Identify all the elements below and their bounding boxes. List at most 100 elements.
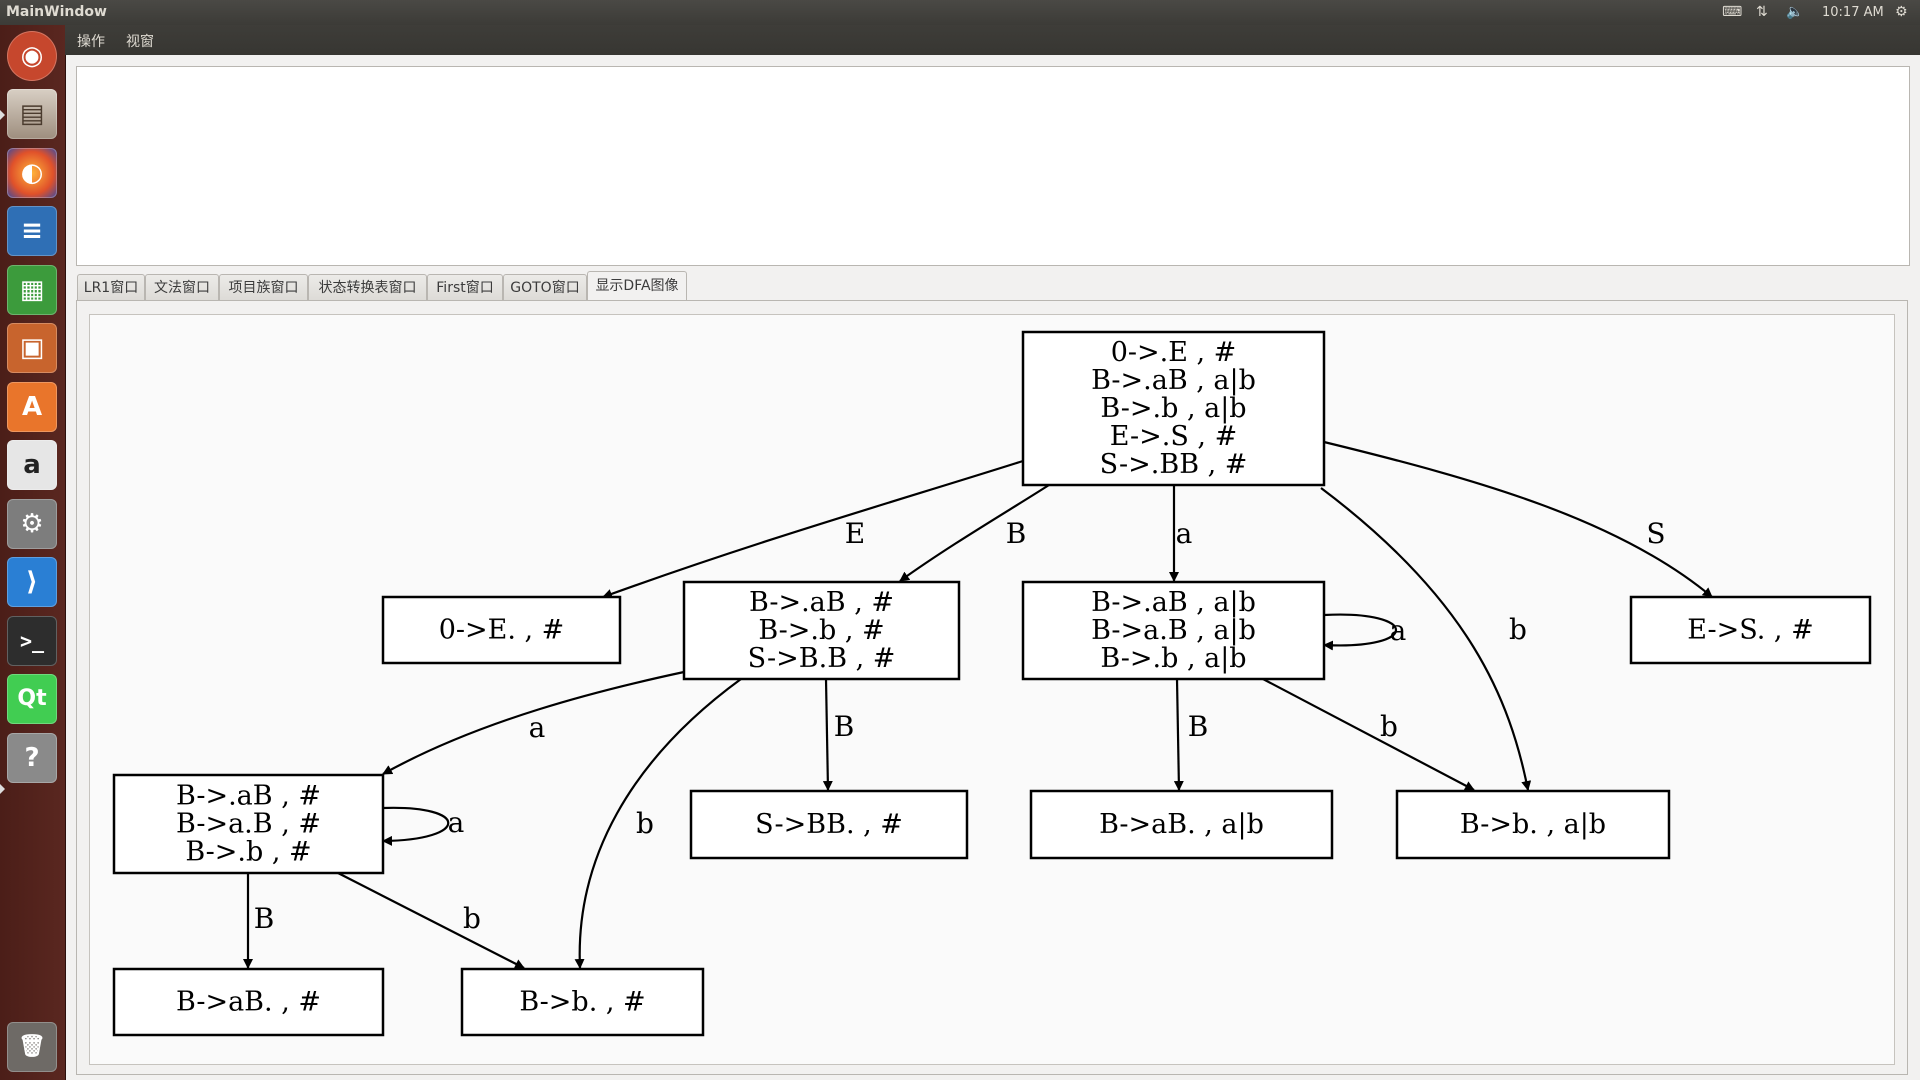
dfa-state-n5: B->.aB , #B->a.B , #B->.b , #: [112, 773, 385, 875]
dfa-state-item: B->a.B , a|b: [1091, 615, 1256, 646]
writer-icon[interactable]: ≡: [7, 206, 57, 256]
launcher: ◉ ▤ ◐ ≡ ▦ ▣ A a ⚙ ⟩ >_ Qt ? 🗑: [0, 25, 66, 1080]
dfa-state-item: B->b. , #: [519, 986, 645, 1017]
dfa-state-n9: B->aB. , #: [112, 967, 385, 1037]
dfa-edge-label: a: [1390, 614, 1407, 647]
menubar: 操作 视窗: [65, 25, 1920, 55]
trash-icon[interactable]: 🗑: [7, 1022, 57, 1072]
dfa-state-item: B->.b , #: [185, 836, 311, 867]
dfa-state-item: B->b. , a|b: [1460, 809, 1606, 840]
dfa-state-box: [1021, 330, 1326, 487]
dfa-edge-n0-n8: [1320, 487, 1532, 791]
qt-creator-icon[interactable]: Qt: [7, 674, 57, 724]
dfa-state-item: B->aB. , a|b: [1099, 809, 1264, 840]
dfa-edge-n3-n3: [1323, 613, 1398, 651]
dfa-edge-label: a: [529, 711, 546, 744]
dfa-state-item: B->a.B , #: [176, 808, 321, 839]
software-center-icon[interactable]: A: [7, 382, 57, 432]
dfa-state-item: 0->.E , #: [1111, 337, 1237, 368]
dfa-state-item: B->.b , a|b: [1100, 643, 1246, 674]
dfa-state-item: S->.BB , #: [1100, 449, 1248, 480]
amazon-icon[interactable]: a: [7, 440, 57, 490]
dfa-state-n8: B->b. , a|b: [1395, 789, 1671, 860]
dfa-state-n6: S->BB. , #: [689, 789, 969, 860]
terminal-icon[interactable]: >_: [7, 616, 57, 666]
dfa-edge-n2-n10: [574, 678, 742, 969]
keyboard-indicator-icon[interactable]: ⌨: [1722, 4, 1743, 20]
clock[interactable]: 10:17 AM: [1822, 5, 1884, 20]
impress-icon[interactable]: ▣: [7, 323, 57, 373]
dfa-edge-label: b: [1509, 613, 1527, 646]
dfa-state-item: 0->E. , #: [439, 614, 565, 645]
dfa-edge-n0-n2: [899, 484, 1050, 582]
dfa-state-box: [1021, 580, 1326, 681]
session-gear-icon[interactable]: ⚙: [1895, 4, 1908, 20]
firefox-icon[interactable]: ◐: [7, 148, 57, 198]
menu-operate[interactable]: 操作: [77, 34, 105, 50]
dfa-state-n10: B->b. , #: [460, 967, 705, 1037]
dfa-edge-n5-n5: [382, 806, 450, 846]
dfa-state-n4: E->S. , #: [1629, 595, 1872, 665]
dfa-state-box: [1029, 789, 1334, 860]
dfa-edge-label: b: [463, 902, 481, 935]
dfa-edge-label: a: [1176, 517, 1193, 550]
dfa-edge-n2-n6: [822, 678, 833, 791]
dfa-state-box: [112, 773, 385, 875]
tab-grammar[interactable]: 文法窗口: [145, 274, 219, 300]
dfa-state-item: B->aB. , #: [176, 986, 321, 1017]
tab-goto[interactable]: GOTO窗口: [503, 274, 587, 300]
tab-state-transition-table[interactable]: 状态转换表窗口: [308, 274, 427, 300]
dfa-state-item: B->.b , a|b: [1100, 393, 1246, 424]
dfa-state-n0: 0->.E , #B->.aB , a|bB->.b , a|bE->.S , …: [1021, 330, 1326, 487]
dfa-state-item: B->.b , #: [758, 615, 884, 646]
dfa-state-item: B->.aB , a|b: [1091, 587, 1256, 618]
calc-icon[interactable]: ▦: [7, 265, 57, 315]
dfa-state-box: [460, 967, 705, 1037]
dfa-state-item: S->B.B , #: [748, 643, 896, 674]
dfa-edge-n0-n1: [602, 459, 1024, 599]
dfa-edge-label: S: [1646, 517, 1665, 550]
dfa-edge-n3-n8: [1262, 678, 1475, 791]
dfa-state-box: [381, 595, 622, 665]
dfa-edge-n0-n4: [1323, 440, 1713, 598]
dfa-state-item: B->.aB , a|b: [1091, 365, 1256, 396]
menu-view[interactable]: 视窗: [126, 34, 154, 50]
window-title: MainWindow: [6, 4, 107, 20]
dfa-state-n2: B->.aB , #B->.b , #S->B.B , #: [682, 580, 961, 681]
dfa-state-item: S->BB. , #: [755, 809, 903, 840]
dfa-edge-label: B: [254, 902, 275, 935]
dfa-edge-label: a: [448, 806, 465, 839]
dfa-state-item: E->.S , #: [1110, 421, 1237, 452]
network-icon[interactable]: ⇅: [1756, 4, 1768, 20]
help-icon[interactable]: ?: [7, 733, 57, 783]
dfa-state-box: [1629, 595, 1872, 665]
files-icon[interactable]: ▤: [7, 89, 57, 139]
dfa-state-n1: 0->E. , #: [381, 595, 622, 665]
dfa-state-box: [682, 580, 961, 681]
dfa-state-box: [689, 789, 969, 860]
dfa-state-item: B->.aB , #: [176, 780, 321, 811]
dfa-edge-label: E: [845, 517, 865, 550]
system-settings-icon[interactable]: ⚙: [7, 499, 57, 549]
dfa-edge-n5-n10: [337, 872, 525, 969]
output-text-area[interactable]: [76, 66, 1910, 266]
tab-item-sets[interactable]: 项目族窗口: [219, 274, 308, 300]
dfa-state-item: E->S. , #: [1687, 614, 1813, 645]
dfa-state-box: [112, 967, 385, 1037]
dfa-edge-n3-n7: [1173, 678, 1184, 791]
dfa-state-n3: B->.aB , a|bB->a.B , a|bB->.b , a|b: [1021, 580, 1326, 681]
vscode-icon[interactable]: ⟩: [7, 557, 57, 607]
dfa-state-item: B->.aB , #: [749, 587, 894, 618]
tab-show-dfa[interactable]: 显示DFA图像: [587, 271, 687, 301]
dfa-edge-label: B: [834, 710, 855, 743]
dfa-state-n7: B->aB. , a|b: [1029, 789, 1334, 860]
volume-icon[interactable]: 🔈: [1786, 4, 1804, 20]
tab-first[interactable]: First窗口: [427, 274, 503, 300]
running-indicator: [0, 110, 5, 120]
dfa-edge-label: B: [1006, 517, 1027, 550]
tab-lr1[interactable]: LR1窗口: [77, 274, 145, 300]
ubuntu-dash-icon[interactable]: ◉: [7, 31, 57, 81]
dfa-state-box: [1395, 789, 1671, 860]
running-indicator: [0, 784, 5, 794]
